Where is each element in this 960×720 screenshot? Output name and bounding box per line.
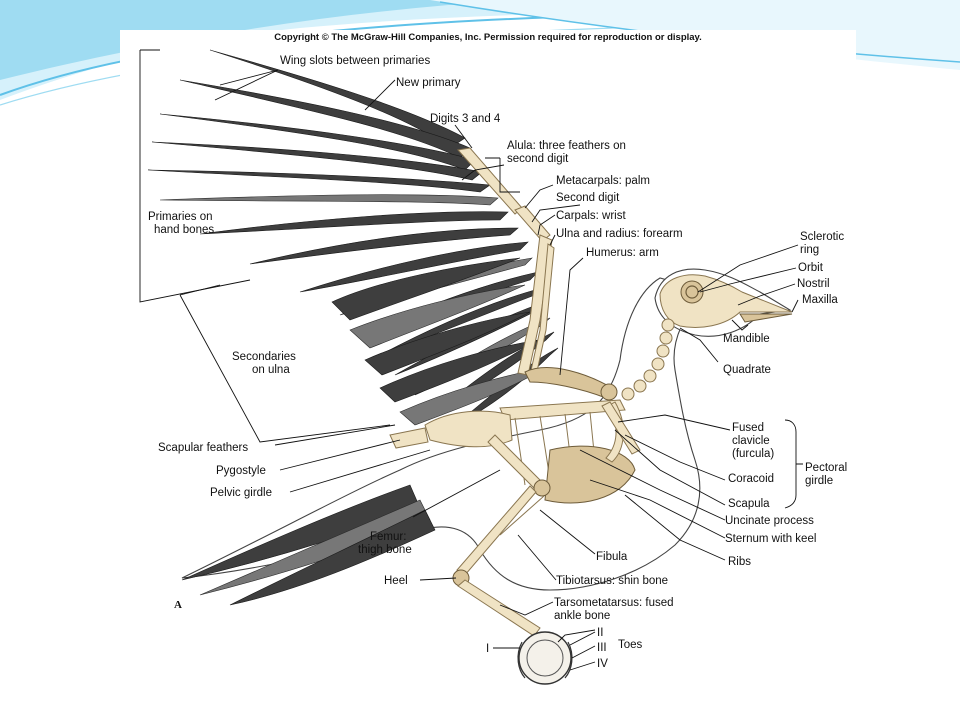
label-humerus: Humerus: arm: [586, 247, 659, 259]
fibula-shape: [499, 495, 545, 536]
tail-feathers: [181, 484, 436, 606]
leader-lines: [139, 49, 803, 671]
wing-bones: [457, 147, 618, 401]
bird-skeleton-diagram: Copyright © The McGraw-Hill Companies, I…: [139, 32, 847, 685]
label-new-primary: New primary: [396, 77, 461, 89]
label-orbit: Orbit: [798, 262, 824, 274]
label-toes: Toes: [618, 639, 643, 651]
pelvis-shape: [424, 410, 513, 448]
coracoid-shape: [601, 401, 641, 455]
label-nostril: Nostril: [797, 278, 830, 290]
labels: Wing slots between primaries New primary…: [148, 55, 847, 670]
label-secondaries-line2: on ulna: [252, 364, 290, 376]
label-tibiotarsus: Tibiotarsus: shin bone: [556, 575, 668, 587]
foot-toes-shape: [517, 631, 573, 685]
torso-skeleton: [389, 399, 641, 504]
label-wing-slots: Wing slots between primaries: [280, 55, 430, 67]
label-pelvic-girdle: Pelvic girdle: [210, 487, 272, 499]
figure-frame: Copyright © The McGraw-Hill Companies, I…: [120, 30, 856, 686]
label-sclerotic-line1: Sclerotic: [800, 231, 844, 243]
label-toe-i: I: [486, 643, 489, 655]
label-pygostyle: Pygostyle: [216, 465, 266, 477]
label-maxilla: Maxilla: [802, 294, 838, 306]
label-sclerotic-line2: ring: [800, 244, 819, 256]
panel-letter: A: [174, 599, 182, 611]
label-scapular-feathers: Scapular feathers: [158, 442, 248, 454]
tarsometatarsus-shape: [457, 579, 541, 637]
label-femur-line1: Femur:: [370, 531, 406, 543]
label-fused-clavicle-line2: clavicle: [732, 435, 770, 447]
label-ribs: Ribs: [728, 556, 751, 568]
top-swoosh-accent: [0, 0, 520, 80]
label-uncinate: Uncinate process: [725, 515, 814, 527]
label-second-digit: Second digit: [556, 192, 620, 204]
label-tarsometatarsus-line2: ankle bone: [554, 610, 610, 622]
label-tarsometatarsus-line1: Tarsometatarsus: fused: [554, 597, 674, 609]
label-pectoral-line1: Pectoral: [805, 462, 847, 474]
label-mandible: Mandible: [723, 333, 770, 345]
label-primaries-line2: hand bones: [154, 224, 214, 236]
label-sternum: Sternum with keel: [725, 533, 816, 545]
label-quadrate: Quadrate: [723, 364, 771, 376]
label-alula-line2: second digit: [507, 153, 569, 165]
label-femur-line2: thigh bone: [358, 544, 412, 556]
tibiotarsus-shape: [456, 485, 537, 576]
label-fused-clavicle-line3: (furcula): [732, 448, 774, 460]
orbit-shape: [680, 280, 704, 304]
label-toe-iv: IV: [597, 658, 608, 670]
pygostyle-shape: [389, 427, 429, 449]
label-carpals: Carpals: wrist: [556, 210, 626, 222]
label-toe-iii: III: [597, 642, 607, 654]
neck-vertebrae: [621, 318, 675, 401]
label-alula-line1: Alula: three feathers on: [507, 140, 626, 152]
label-digits-3-4: Digits 3 and 4: [430, 113, 501, 125]
copyright-text: Copyright © The McGraw-Hill Companies, I…: [274, 32, 702, 43]
label-metacarpals: Metacarpals: palm: [556, 175, 650, 187]
label-scapula: Scapula: [728, 498, 770, 510]
leg-bones: [452, 434, 573, 685]
label-secondaries-line1: Secondaries: [232, 351, 296, 363]
label-heel: Heel: [384, 575, 408, 587]
wing-feathers: [147, 49, 559, 426]
label-fibula: Fibula: [596, 551, 628, 563]
skull: [659, 274, 793, 328]
label-ulna-radius: Ulna and radius: forearm: [556, 228, 683, 240]
label-coracoid: Coracoid: [728, 473, 774, 485]
label-toe-ii: II: [597, 627, 603, 639]
label-fused-clavicle-line1: Fused: [732, 422, 764, 434]
label-pectoral-line2: girdle: [805, 475, 833, 487]
label-primaries-line1: Primaries on: [148, 211, 213, 223]
